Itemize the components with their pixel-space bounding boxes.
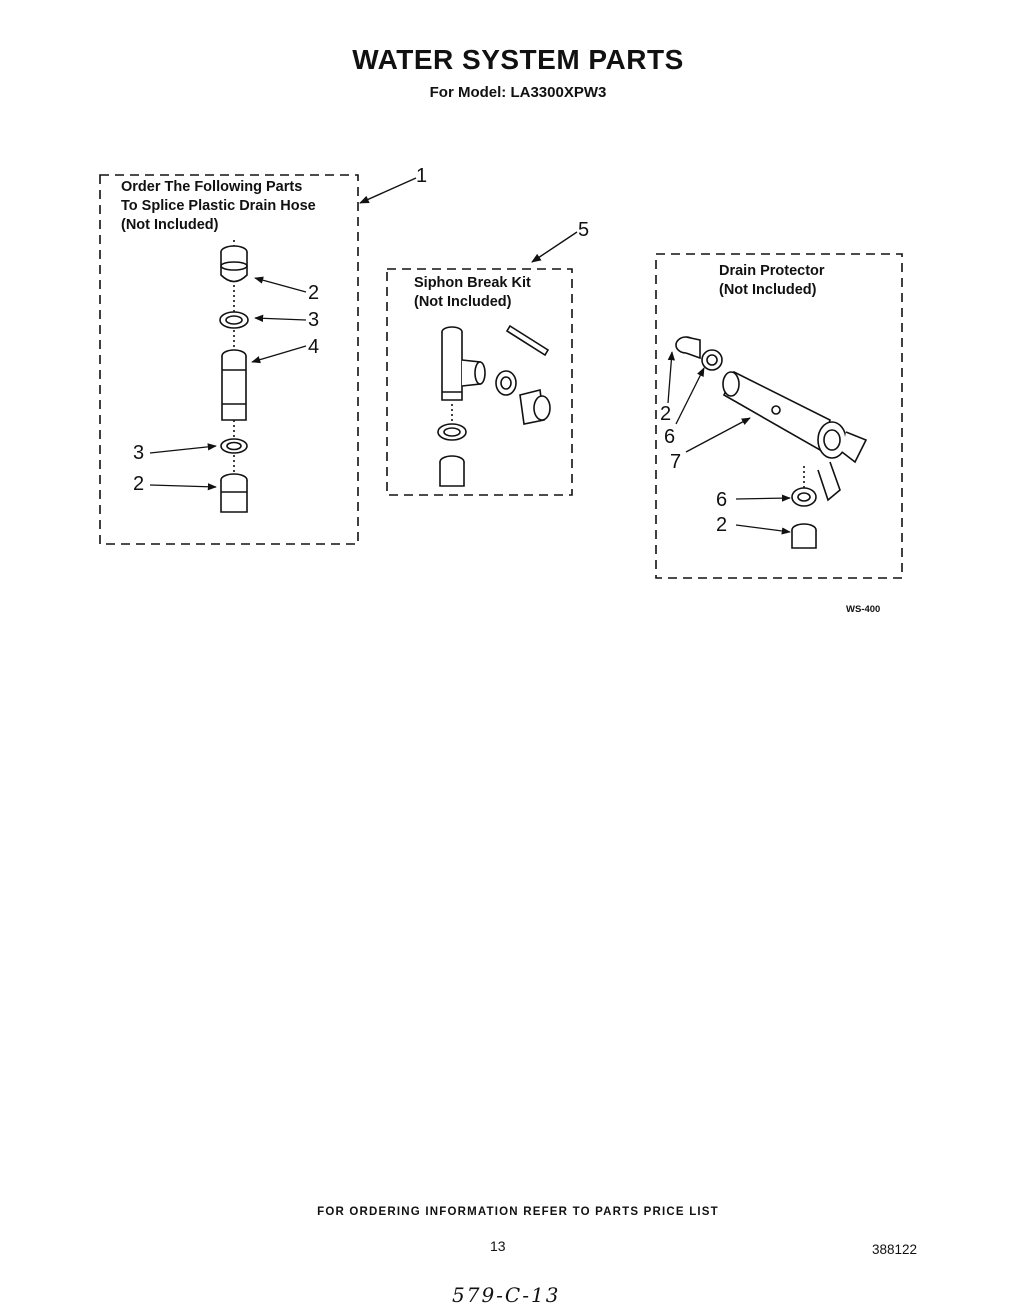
splice-kit-label-line-3: (Not Included)	[121, 217, 219, 233]
callout-drain-7: 7	[670, 451, 682, 473]
callout-drain-top-2: 2	[660, 403, 672, 425]
siphon-break-label-line-2: (Not Included)	[414, 294, 512, 310]
siphon-break-label: Siphon Break Kit (Not Included)	[414, 274, 531, 312]
callout-drain-bottom-2: 2	[716, 514, 728, 536]
ordering-note: FOR ORDERING INFORMATION REFER TO PARTS …	[317, 1206, 719, 1218]
splice-parts	[219, 240, 249, 513]
splice-kit-box	[99, 174, 359, 545]
siphon-break-box	[386, 268, 573, 496]
leader-1	[359, 177, 417, 204]
model-subtitle: For Model: LA3300XPW3	[429, 84, 607, 101]
callout-splice-top-3: 3	[308, 309, 320, 331]
parts-diagram	[99, 174, 903, 579]
document-number: 388122	[872, 1242, 918, 1257]
callout-5: 5	[578, 219, 590, 241]
leader-5	[531, 231, 578, 263]
splice-kit-label-line-2: To Splice Plastic Drain Hose	[121, 198, 316, 214]
drain-protector-label-line-2: (Not Included)	[719, 282, 817, 298]
drain-protector-box	[655, 253, 903, 579]
callout-drain-top-6: 6	[664, 426, 676, 448]
callout-splice-top-2: 2	[308, 282, 320, 304]
drain-protector-label-line-1: Drain Protector	[719, 263, 825, 279]
figure-reference: WS-400	[846, 604, 881, 615]
page-number: 13	[490, 1238, 506, 1254]
callout-1: 1	[416, 165, 428, 187]
splice-kit-label-line-1: Order The Following Parts	[121, 179, 303, 195]
siphon-parts	[437, 324, 551, 487]
drain-protector-parts	[675, 336, 868, 549]
callout-splice-4: 4	[308, 336, 320, 358]
callout-drain-bottom-6: 6	[716, 489, 728, 511]
siphon-break-label-line-1: Siphon Break Kit	[414, 275, 531, 291]
callout-splice-bottom-2: 2	[133, 473, 145, 495]
handwritten-note: 579-C-13	[452, 1283, 561, 1307]
drain-protector-label: Drain Protector (Not Included)	[719, 262, 825, 300]
callout-splice-bottom-3: 3	[133, 442, 145, 464]
splice-kit-label: Order The Following Parts To Splice Plas…	[121, 178, 316, 235]
page-title: WATER SYSTEM PARTS	[352, 44, 684, 75]
